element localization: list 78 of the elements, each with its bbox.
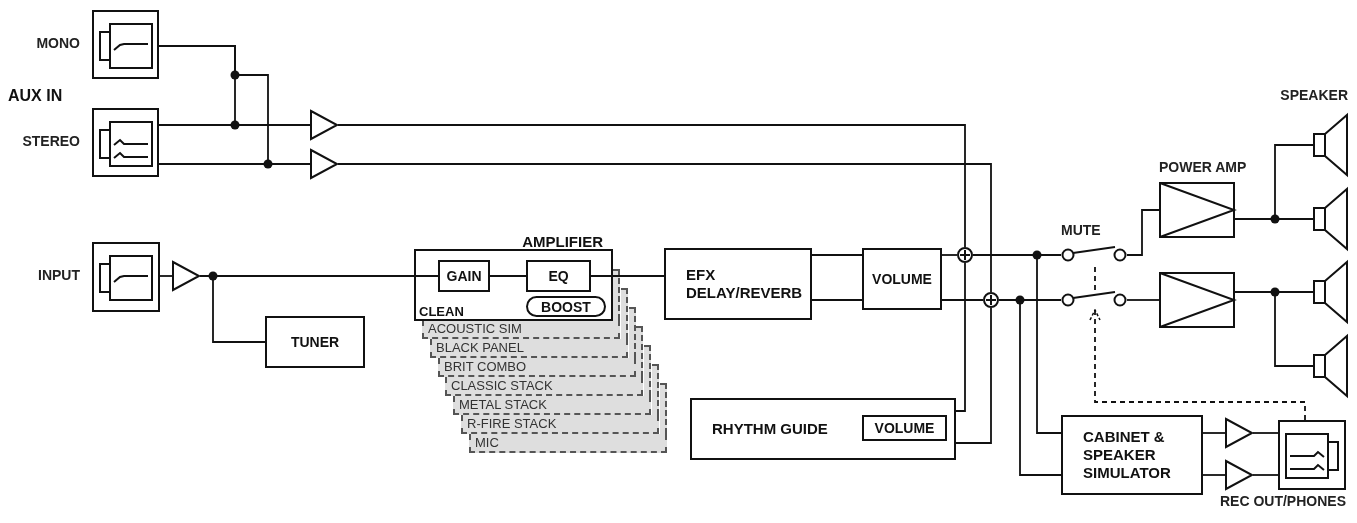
box-label: CABINET & SPEAKER SIMULATOR [1083,428,1172,482]
box-label: EFX DELAY/REVERB [686,266,804,302]
boost-pill [526,296,606,317]
amp-model-card [430,339,628,358]
amp-model-card [438,358,636,377]
box-label: VOLUME [872,270,932,288]
process-box [265,316,365,368]
signal-line [1126,209,1160,256]
box-label: MIC [475,435,499,451]
amplifier-triangle [310,110,338,140]
amp-model-card [469,434,667,453]
summing-junction [957,247,973,263]
signal-line [811,254,863,256]
box-label: GAIN [446,267,482,285]
component-label: INPUT [38,268,80,282]
process-box [862,248,942,310]
jack-symbol [92,10,159,79]
signal-line [955,262,966,412]
signal-line [337,124,966,248]
signal-line [941,254,958,256]
box-label: BLACK PANEL [436,340,524,356]
signal-line [955,307,992,444]
amp-model-card [461,415,659,434]
signal-line [590,275,665,277]
summing-junction [983,292,999,308]
signal-line [1126,299,1160,301]
box-label: EQ [548,267,569,285]
jack-symbol [1278,420,1346,490]
box-label: BOOST [541,299,591,314]
component-label: STEREO [22,134,80,148]
box-label: R-FIRE STACK [467,416,557,432]
component-label: MONO [36,36,80,50]
box-label: RHYTHM GUIDE [712,420,828,438]
box-label: BRIT COMBO [444,359,527,375]
signal-line [941,299,984,301]
amp-model-card [445,377,643,396]
group-label: AUX IN [8,88,63,104]
signal-line [337,163,992,293]
amplifier-triangle [1225,418,1253,448]
speaker-symbol [1313,261,1348,323]
box-label: TUNER [290,333,340,351]
signal-line [1252,474,1279,476]
component-label: POWER AMP [1159,160,1247,174]
signal-line [489,275,527,277]
box-heading: AMPLIFIER [522,234,603,249]
box-label: METAL STACK [459,397,547,413]
process-box [438,260,490,292]
power-amp-symbol [1159,272,1235,328]
component-label: MUTE [1061,223,1101,237]
signal-line [1202,432,1226,434]
amp-model-card [453,396,651,415]
signal-line [159,275,173,277]
component-label: REC OUT/PHONES [1220,494,1346,508]
process-box [526,260,591,292]
power-amp-symbol [1159,182,1235,238]
amplifier-triangle [1225,460,1253,490]
speaker-symbol [1313,114,1348,176]
amplifier-triangle [172,261,200,291]
box-label: CLASSIC STACK [451,378,553,394]
control-line [1094,264,1096,291]
signal-line [1202,474,1226,476]
signal-line [1252,432,1279,434]
amp-model-card [422,320,620,339]
speaker-symbol [1313,335,1348,397]
jack-symbol [92,242,160,312]
process-box [1061,415,1203,495]
control-line [1089,309,1306,421]
box-label: CLEAN [419,305,464,318]
jack-symbol [92,108,159,177]
box-label: VOLUME [874,419,935,437]
component-label: SPEAKER [1280,88,1348,102]
process-box [664,248,812,320]
process-box [690,398,956,460]
signal-line [811,299,863,301]
amplifier-triangle [310,149,338,179]
speaker-symbol [1313,188,1348,250]
process-box [862,415,947,441]
box-label: ACOUSTIC SIM [428,321,522,337]
